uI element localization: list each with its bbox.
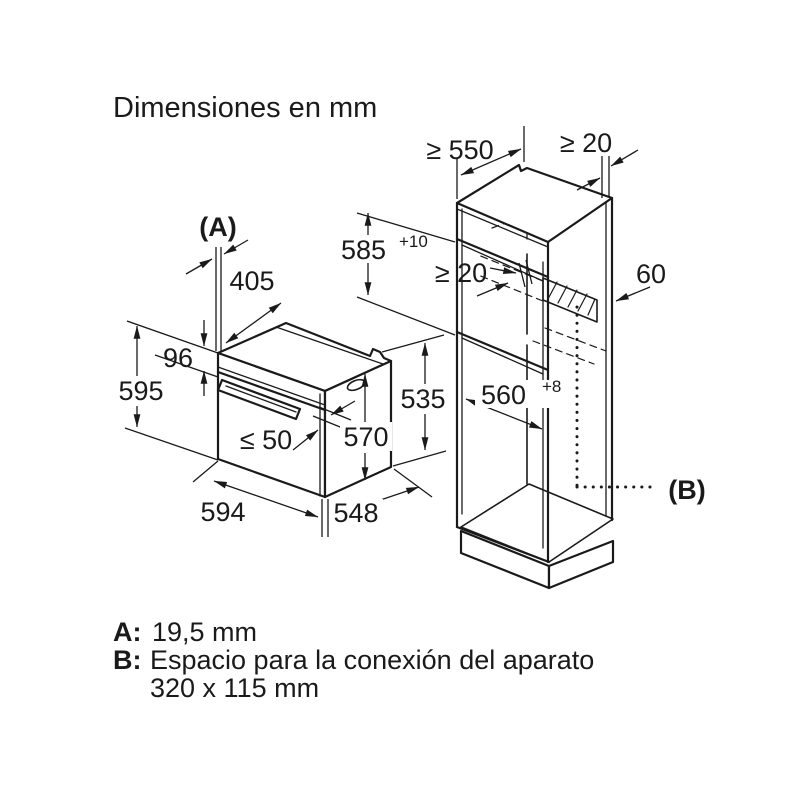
legend-b-key: B: <box>113 645 142 675</box>
legend-a-key: A: <box>113 617 142 647</box>
oven-marker-a-label: (A) <box>199 212 236 242</box>
dim-oven-top-depth: 405 <box>225 266 282 344</box>
oven-top-depth-label: 405 <box>229 266 274 296</box>
cabinet-rear-channel-label: 60 <box>636 259 666 289</box>
legend-b-value-line2: 320 x 115 mm <box>150 673 319 703</box>
dim-cabinet-rear-channel: 60 <box>615 259 666 302</box>
oven-width-label: 594 <box>200 497 245 527</box>
legend-a-value: 19,5 mm <box>152 617 257 647</box>
dim-oven-front-height: 570 <box>340 373 392 481</box>
cabinet-drawing <box>455 163 657 590</box>
dim-oven-total-height: 595 <box>115 325 219 461</box>
dim-oven-depth: 548 <box>330 468 433 528</box>
cabinet-vent-gap-label: ≥ 20 <box>435 258 487 288</box>
oven-door-handle <box>216 378 302 421</box>
vent-cutout <box>542 277 598 323</box>
dim-oven-panel-height: 96 <box>126 320 219 396</box>
oven-front-height-label: 570 <box>343 422 388 452</box>
dimension-annotations: (A) 405 96 595 ≤ 50 <box>115 126 706 537</box>
dim-oven-side-height: 535 <box>381 334 450 467</box>
page-title: Dimensiones en mm <box>113 92 377 124</box>
dim-cabinet-niche-width: 560 +8 <box>465 377 565 430</box>
dim-cabinet-rear-top-gap: ≥ 20 <box>560 128 639 198</box>
oven-handle-clearance-label: ≤ 50 <box>240 425 292 455</box>
cabinet-plinth <box>459 529 615 590</box>
dim-cabinet-min-depth: ≥ 550 <box>426 126 525 199</box>
dim-cabinet-niche-height: 585 +10 <box>336 212 456 336</box>
dim-oven-handle-clearance: ≤ 50 <box>240 400 356 455</box>
connection-zone-outline <box>575 305 657 489</box>
oven-total-height-label: 595 <box>118 376 163 406</box>
oven-side-height-label: 535 <box>400 384 445 414</box>
dim-a-marker-group: (A) <box>185 212 249 351</box>
cabinet-marker-b-label: (B) <box>668 475 705 505</box>
legend: A: 19,5 mm B: Espacio para la conexión d… <box>113 617 594 703</box>
cabinet-min-depth-label: ≥ 550 <box>426 135 493 165</box>
cabinet-niche-height-tolerance-label: +10 <box>399 232 428 251</box>
cabinet-niche-width-tolerance-label: +8 <box>542 377 561 396</box>
dim-oven-width: 594 <box>192 460 329 537</box>
oven-depth-label: 548 <box>333 498 378 528</box>
dim-cabinet-vent-gap: ≥ 20 <box>435 258 533 297</box>
cabinet-rear-top-gap-label: ≥ 20 <box>560 128 612 158</box>
legend-b-value-line1: Espacio para la conexión del aparato <box>150 645 594 675</box>
cabinet-niche-height-label: 585 <box>341 235 386 265</box>
oven-panel-height-label: 96 <box>163 343 193 373</box>
cabinet-niche-width-label: 560 <box>481 380 526 410</box>
